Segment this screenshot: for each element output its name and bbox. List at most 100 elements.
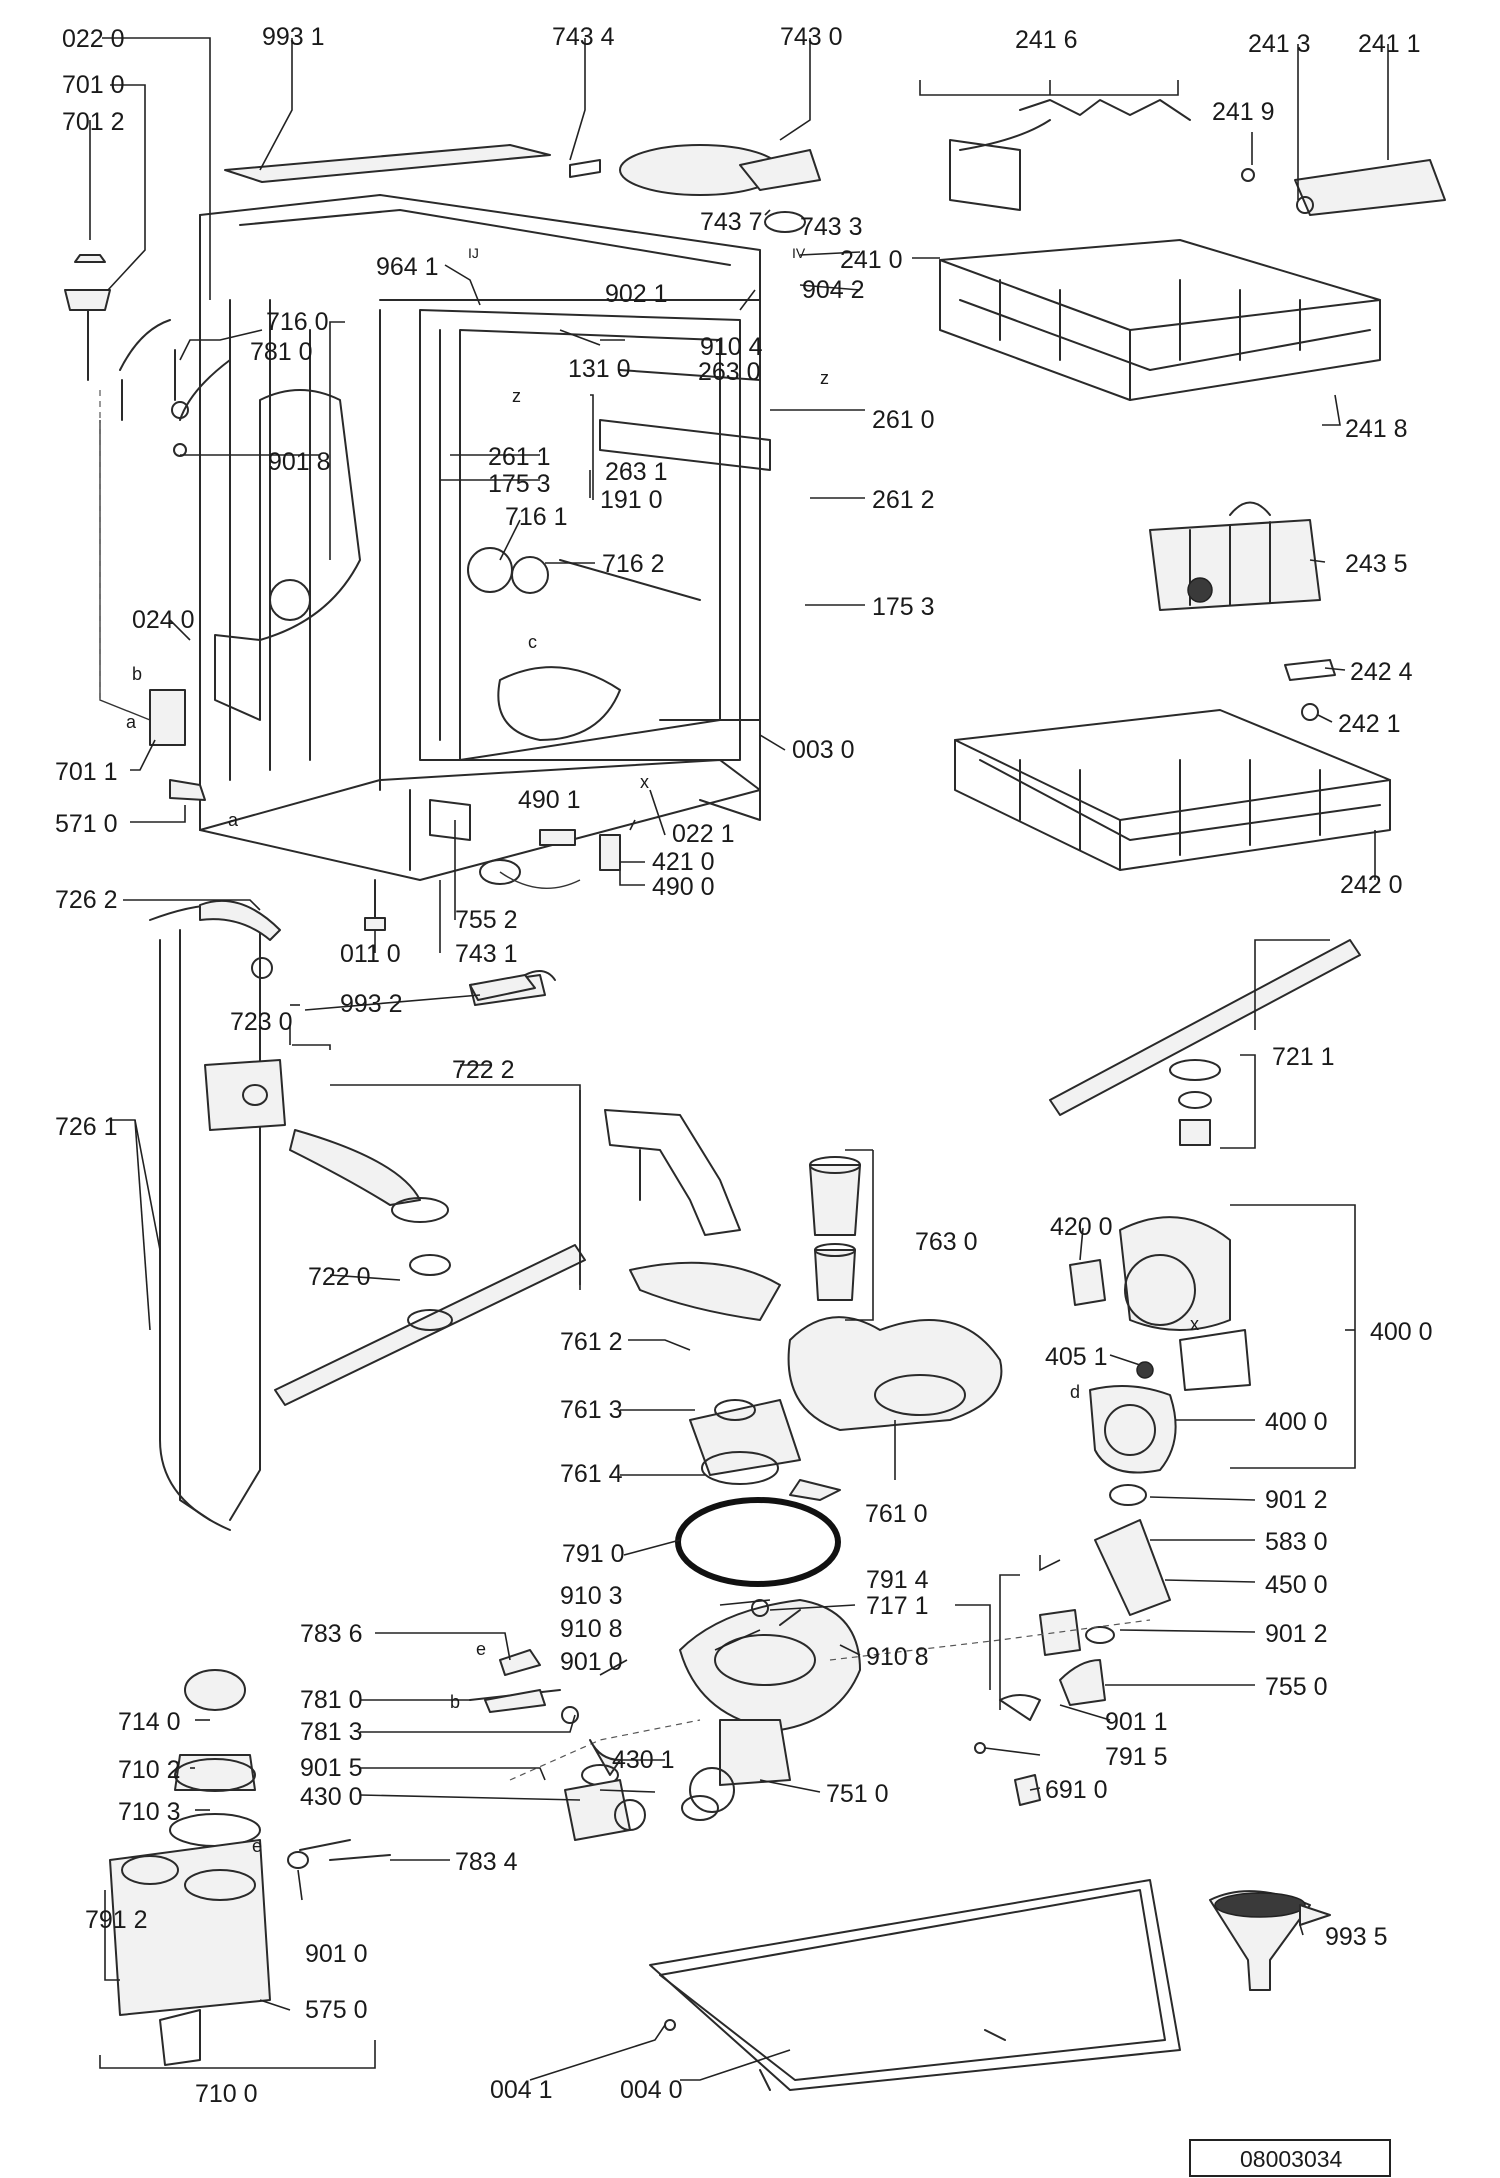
callout-label: 761 4	[560, 1460, 623, 1488]
callout-label: 791 5	[1105, 1743, 1168, 1771]
callout-label: 450 0	[1265, 1571, 1328, 1599]
callout-label: 964 1	[376, 253, 439, 281]
funnel-drawing	[1209, 1890, 1331, 1991]
callout-label: 400 0	[1265, 1408, 1328, 1436]
callout-label: 901 2	[1265, 1620, 1328, 1648]
callout-label: 261 2	[872, 486, 935, 514]
callout-label: 993 2	[340, 990, 403, 1018]
callout-label: 993 1	[262, 23, 325, 51]
callout-label: 004 0	[620, 2076, 683, 2104]
letter-mark: c	[528, 632, 537, 652]
callout-label: 191 0	[600, 486, 663, 514]
callout-label: 761 2	[560, 1328, 623, 1356]
callout-labels: 022 0 993 1 743 4 743 0 701 0 701 2 743 …	[55, 23, 1433, 2108]
callout-label: 910 8	[560, 1615, 623, 1643]
callout-label: 781 3	[300, 1718, 363, 1746]
callout-label: 242 0	[1340, 871, 1403, 899]
callout-label: 755 0	[1265, 1673, 1328, 1701]
callout-label: 743 1	[455, 940, 518, 968]
callout-label: 241 9	[1212, 98, 1275, 126]
callout-label: 420 0	[1050, 1213, 1113, 1241]
callout-label: 716 2	[602, 550, 665, 578]
callout-label: 722 0	[308, 1263, 371, 1291]
callout-label: 571 0	[55, 810, 118, 838]
callout-label: 011 0	[340, 940, 401, 968]
callout-label: 901 1	[1105, 1708, 1168, 1736]
filter-drawing	[809, 1156, 861, 1301]
upper-spray-arm-drawing	[1049, 939, 1361, 1146]
callout-label: 743 4	[552, 23, 615, 51]
left-small-parts-drawing	[64, 254, 206, 801]
callout-label: 761 0	[865, 1500, 928, 1528]
lower-spray-arm-drawing	[149, 899, 586, 1531]
callout-label: 263 0	[698, 358, 761, 386]
document-number-box: 08003034	[1189, 2139, 1391, 2177]
callout-label: 241 3	[1248, 30, 1311, 58]
lower-basket-drawing	[954, 659, 1391, 871]
letter-mark: e	[252, 1836, 262, 1856]
callout-label: 901 8	[268, 448, 331, 476]
callout-label: 024 0	[132, 606, 195, 634]
callout-label: 763 0	[915, 1228, 978, 1256]
part-drawings	[64, 99, 1446, 2091]
callout-label: 716 1	[505, 503, 568, 531]
callout-label: 904 2	[802, 276, 865, 304]
letter-mark: z	[512, 386, 521, 406]
callout-label: 791 0	[562, 1540, 625, 1568]
callout-label: 263 1	[605, 458, 668, 486]
callout-label: 993 5	[1325, 1923, 1388, 1951]
document-number: 08003034	[1240, 2146, 1343, 2172]
salt-container-drawing	[109, 1669, 271, 2066]
heater-hose-drawing	[509, 1484, 1171, 1806]
callout-label: 405 1	[1045, 1343, 1108, 1371]
callout-label: 743 0	[780, 23, 843, 51]
callout-label: 490 1	[518, 786, 581, 814]
letter-mark: x	[1190, 1314, 1199, 1334]
callout-label: 710 2	[118, 1756, 181, 1784]
callout-label: 901 2	[1265, 1486, 1328, 1514]
callout-label: 430 0	[300, 1783, 363, 1811]
callout-label: 003 0	[792, 736, 855, 764]
callout-label: 004 1	[490, 2076, 553, 2104]
callout-label: 755 2	[455, 906, 518, 934]
callout-label: 243 5	[1345, 550, 1408, 578]
callout-label: 901 5	[300, 1754, 363, 1782]
callout-label: 791 4	[866, 1566, 929, 1594]
callout-label: 722 2	[452, 1056, 515, 1084]
callout-label: 022 0	[62, 25, 125, 53]
callout-label: 710 3	[118, 1798, 181, 1826]
callout-label: 583 0	[1265, 1528, 1328, 1556]
upper-basket-drawing	[939, 99, 1446, 401]
sump-plates-drawing	[689, 1316, 1003, 1501]
callout-label: 490 0	[652, 873, 715, 901]
callout-label: 781 0	[250, 338, 313, 366]
callout-label: 791 2	[85, 1906, 148, 1934]
callout-label: 716 0	[266, 308, 329, 336]
callout-label: 783 6	[300, 1620, 363, 1648]
pump-motor-drawing	[1069, 1216, 1251, 1474]
callout-label: 910 3	[560, 1582, 623, 1610]
letter-mark: a	[228, 810, 239, 830]
callout-label: 714 0	[118, 1708, 181, 1736]
callout-label: 400 0	[1370, 1318, 1433, 1346]
callout-label: 721 1	[1272, 1043, 1335, 1071]
cabinet-frame-drawing	[179, 194, 771, 881]
callout-label: 175 3	[872, 593, 935, 621]
callout-label: 241 0	[840, 246, 903, 274]
callout-label: 902 1	[605, 280, 668, 308]
callout-label: 717 1	[866, 1592, 929, 1620]
callout-label: 781 0	[300, 1686, 363, 1714]
callout-label: 701 0	[62, 71, 125, 99]
inlet-valve-drawing	[287, 1649, 646, 1869]
callout-label: 901 0	[305, 1940, 368, 1968]
base-tray-drawing	[649, 1879, 1181, 2091]
callout-label: 901 0	[560, 1648, 623, 1676]
callout-label: 261 0	[872, 406, 935, 434]
sump-housing-drawing	[679, 1599, 861, 1821]
callout-label: 743 3	[800, 213, 863, 241]
callout-label: 131 0	[568, 355, 631, 383]
callout-label: 241 1	[1358, 30, 1421, 58]
callout-label: 575 0	[305, 1996, 368, 2024]
callout-label: 910 4	[700, 333, 763, 361]
callout-label: 175 3	[488, 470, 551, 498]
